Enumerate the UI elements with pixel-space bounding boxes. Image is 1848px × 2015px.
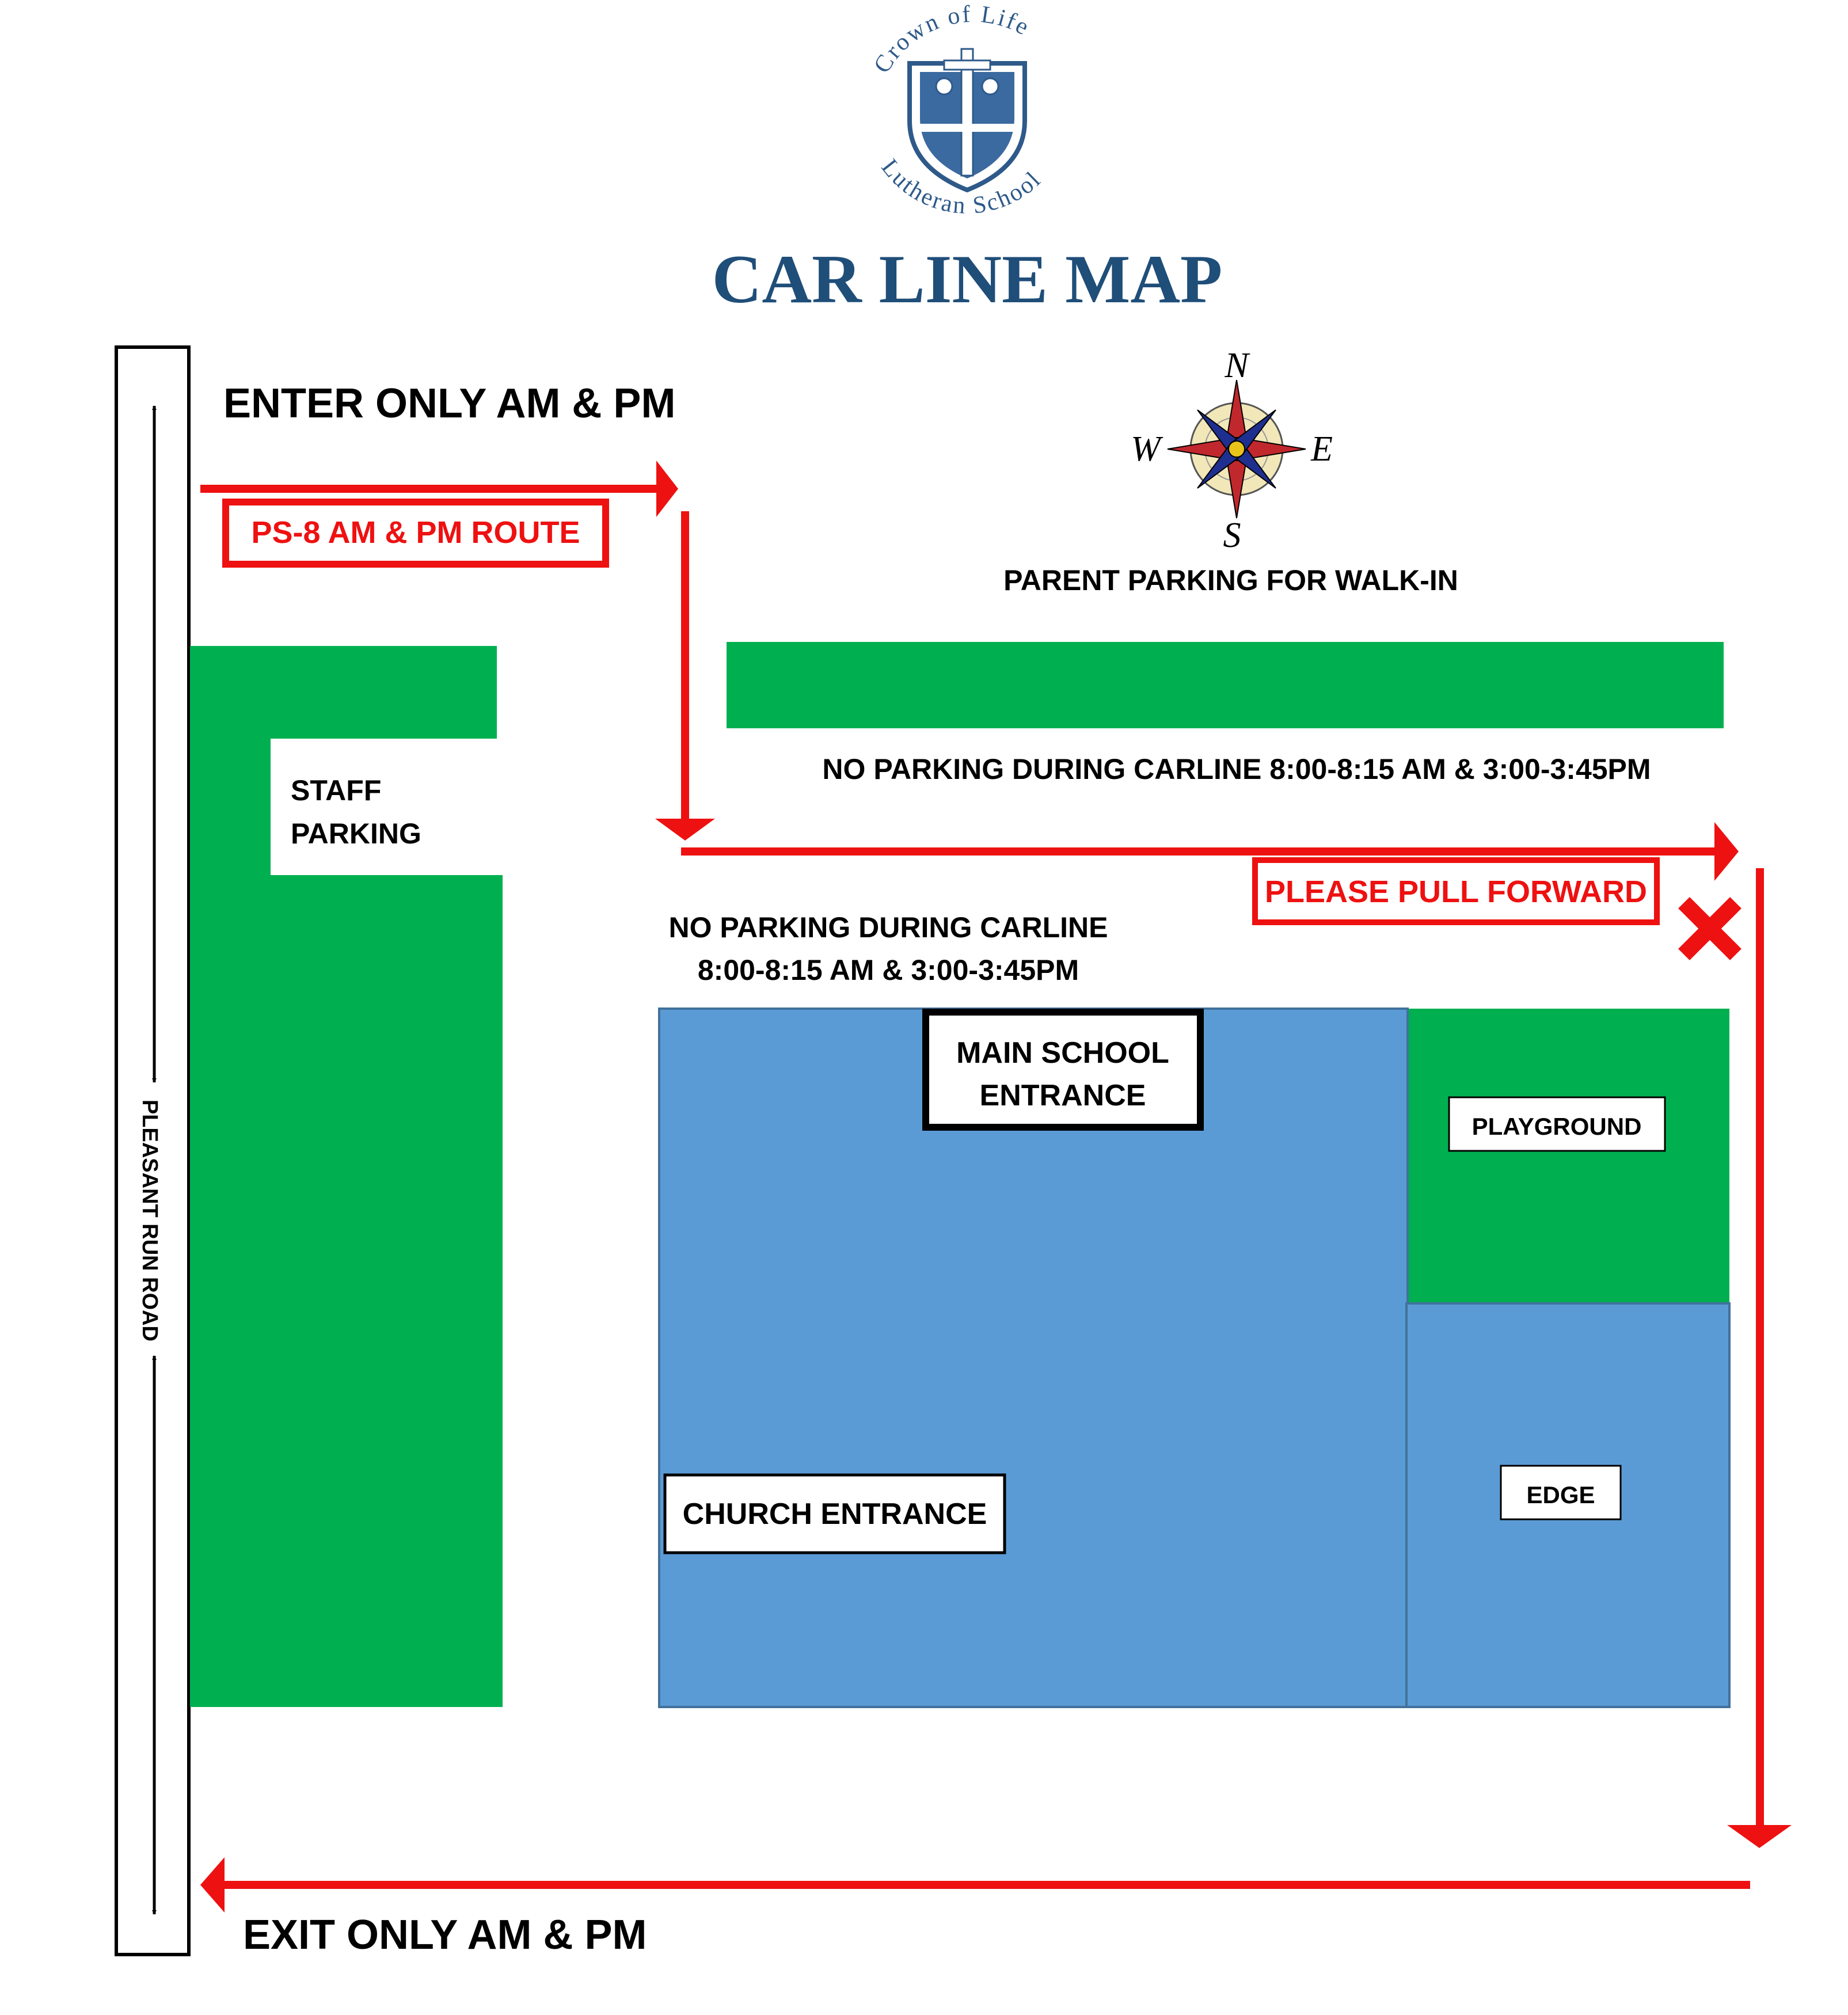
enter-label: ENTER ONLY AM & PM	[223, 381, 675, 427]
staff-parking-label-1: STAFF	[291, 774, 381, 807]
church-entrance-label: CHURCH ENTRANCE	[683, 1497, 987, 1531]
main-school-entrance-box	[922, 1009, 1204, 1131]
parent-parking-lot	[727, 642, 1724, 728]
car-line-route	[200, 461, 1792, 1913]
shield-icon	[907, 48, 1027, 193]
compass-rose-icon: N S E W	[1131, 346, 1333, 555]
exit-label: EXIT ONLY AM & PM	[243, 1912, 647, 1958]
compass-east: E	[1310, 429, 1333, 469]
page-title: CAR LINE MAP	[712, 241, 1223, 317]
compass-north: N	[1224, 346, 1250, 385]
stop-x-icon	[1678, 897, 1741, 960]
compass-west: W	[1131, 429, 1163, 469]
no-parking-mid-label-1: NO PARKING DURING CARLINE	[669, 911, 1108, 944]
pull-forward-label: PLEASE PULL FORWARD	[1265, 875, 1647, 909]
school-logo: Crown of Life Lutheran School	[869, 1, 1045, 219]
church-entrance-box	[663, 1473, 1006, 1554]
compass-south: S	[1223, 516, 1241, 555]
road-name: PLEASANT RUN ROAD	[138, 1100, 162, 1341]
playground-area	[1409, 1009, 1729, 1303]
no-parking-top-label: NO PARKING DURING CARLINE 8:00-8:15 AM &…	[822, 753, 1651, 785]
main-school-entrance-label-1: MAIN SCHOOL	[956, 1036, 1169, 1070]
playground-label-box	[1448, 1096, 1666, 1152]
edge-label: EDGE	[1526, 1481, 1595, 1508]
edge-label-box	[1500, 1465, 1622, 1520]
route-label: PS-8 AM & PM ROUTE	[251, 515, 580, 550]
staff-parking-label-2: PARKING	[291, 818, 421, 850]
main-school-entrance-label-2: ENTRANCE	[980, 1079, 1146, 1112]
no-parking-mid-label-2: 8:00-8:15 AM & 3:00-3:45PM	[698, 954, 1079, 986]
staff-parking-lot	[190, 646, 503, 1707]
pleasant-run-road: PLEASANT RUN ROAD	[115, 345, 191, 1956]
parent-parking-label: PARENT PARKING FOR WALK-IN	[1003, 564, 1458, 596]
playground-label: PLAYGROUND	[1472, 1113, 1642, 1140]
